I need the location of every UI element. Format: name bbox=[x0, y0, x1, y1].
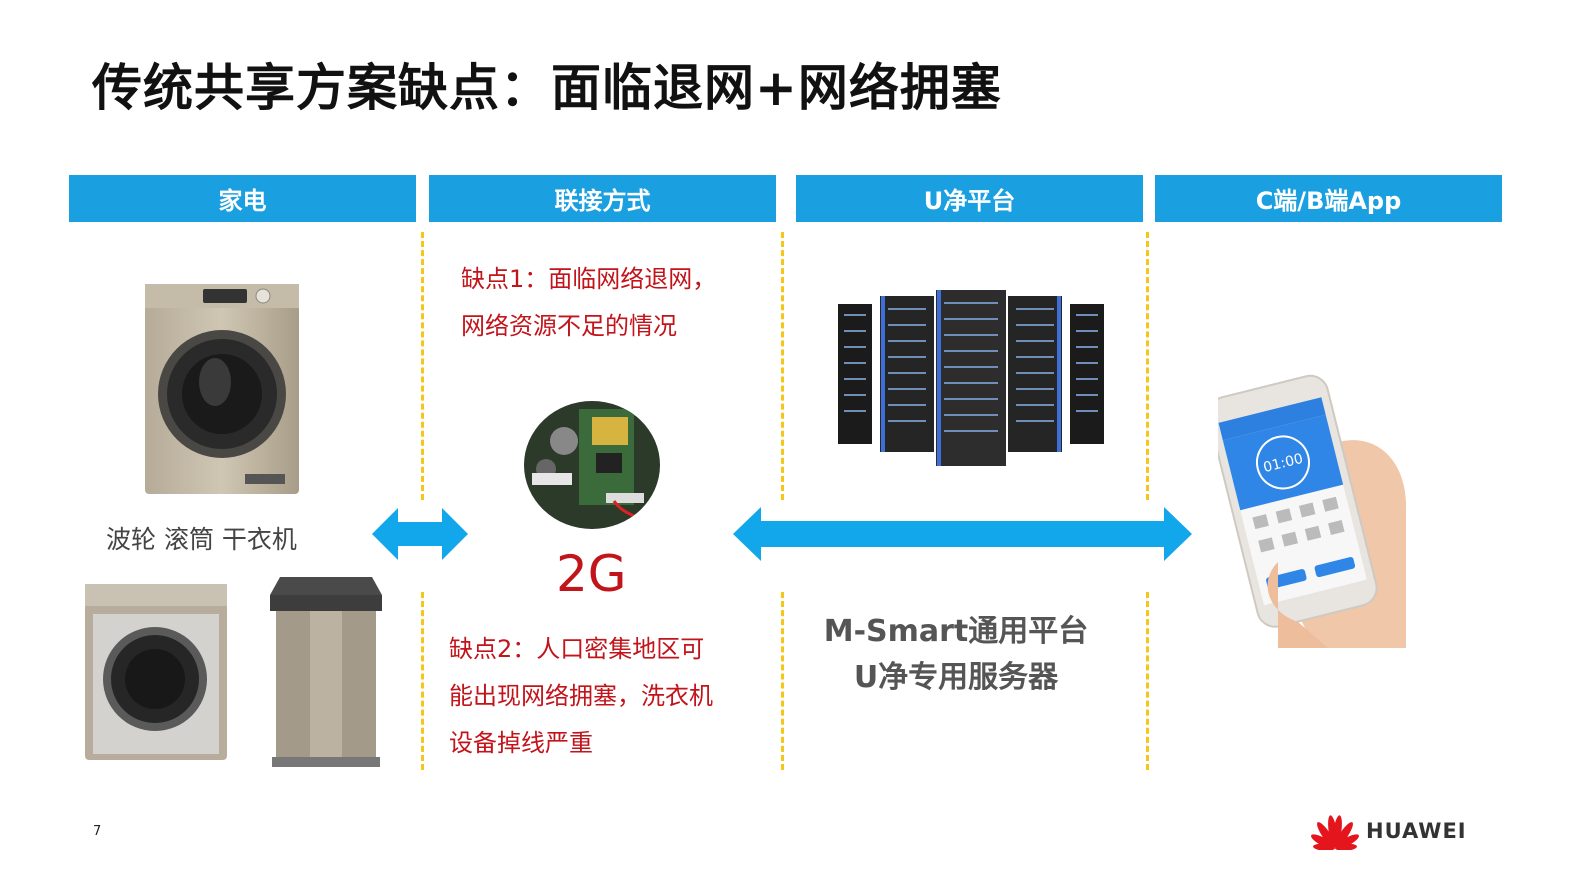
divider-3-bottom bbox=[1146, 592, 1149, 770]
column-header-connection: 联接方式 bbox=[429, 175, 776, 222]
platform-line-2: U净专用服务器 bbox=[853, 660, 1059, 695]
defect-2-line-1: 缺点2：人口密集地区可 bbox=[449, 635, 705, 663]
column-header-platform: U净平台 bbox=[796, 175, 1143, 222]
divider-2-top bbox=[781, 232, 784, 500]
double-arrow-connection-app bbox=[733, 507, 1192, 561]
appliance-caption: 波轮 滚筒 干衣机 bbox=[106, 525, 297, 554]
divider-2-bottom bbox=[781, 592, 784, 770]
module-label-2g: 2G bbox=[556, 545, 627, 603]
smartphone-app-image: 01:00 bbox=[1218, 374, 1407, 648]
slide-title: 传统共享方案缺点：面临退网+网络拥塞 bbox=[92, 59, 1002, 117]
top-load-washer-image bbox=[270, 577, 382, 767]
brand-name: HUAWEI bbox=[1366, 819, 1467, 843]
divider-1-top bbox=[421, 232, 424, 500]
defect-2-line-2: 能出现网络拥塞，洗衣机 bbox=[449, 682, 713, 710]
platform-line-1: M-Smart通用平台 bbox=[823, 614, 1089, 649]
defect-1-line-1: 缺点1：面临网络退网， bbox=[461, 265, 717, 293]
front-load-washer-image bbox=[145, 284, 299, 494]
double-arrow-appliance-connection bbox=[372, 508, 468, 560]
huawei-logo-icon bbox=[1311, 815, 1359, 850]
dryer-image bbox=[85, 584, 227, 760]
defect-2-line-3: 设备掉线严重 bbox=[449, 729, 593, 757]
column-header-app: C端/B端App bbox=[1155, 175, 1502, 222]
defect-1-line-2: 网络资源不足的情况 bbox=[461, 312, 677, 340]
divider-3-top bbox=[1146, 232, 1149, 500]
divider-1-bottom bbox=[421, 592, 424, 770]
server-racks-image bbox=[838, 290, 1104, 466]
page-number: 7 bbox=[93, 824, 102, 839]
column-header-appliances: 家电 bbox=[69, 175, 416, 222]
2g-module-image bbox=[524, 401, 660, 529]
